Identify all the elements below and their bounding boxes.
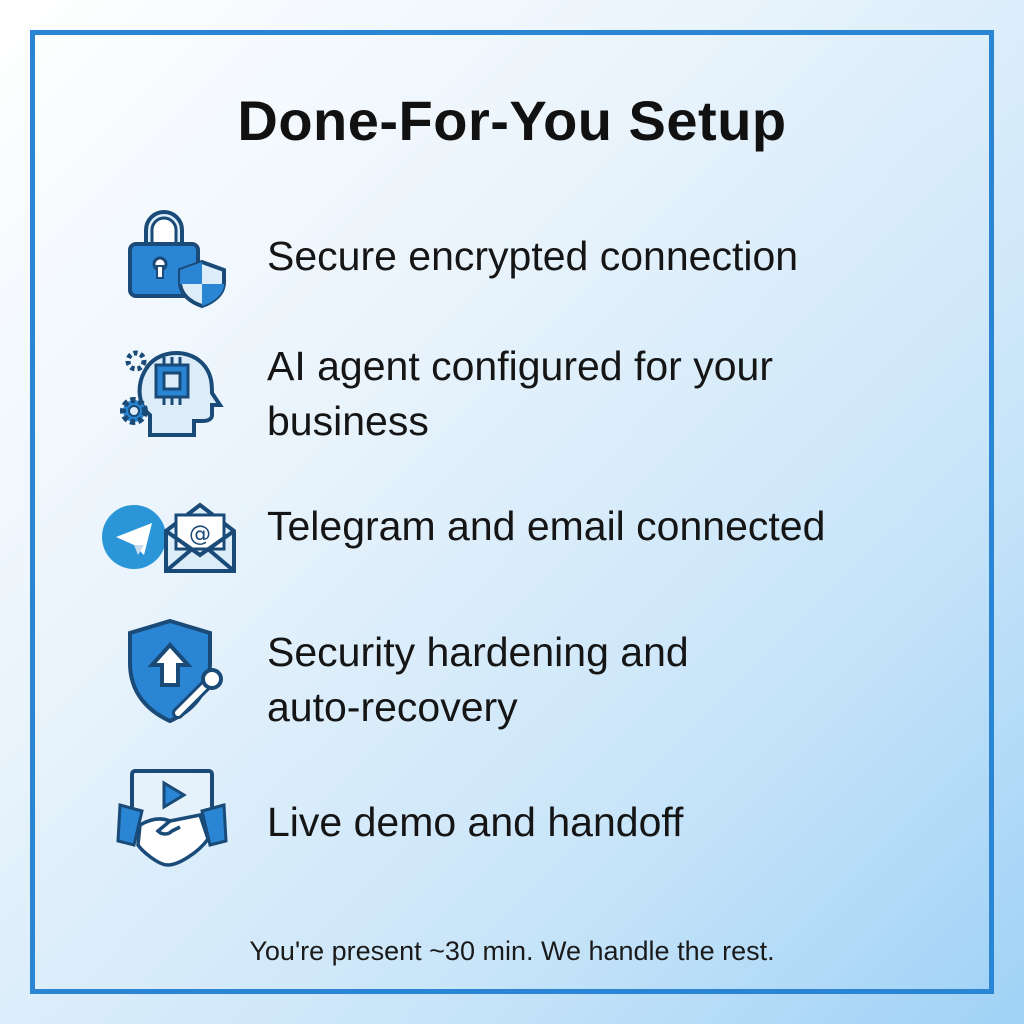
list-item: Live demo and handoff — [100, 765, 960, 875]
page-title: Done-For-You Setup — [237, 89, 787, 152]
ai-head-gears-icon — [100, 335, 240, 445]
lock-shield-icon — [100, 200, 240, 310]
list-item: AI agent configured for your business — [100, 335, 960, 450]
card-border — [30, 30, 994, 994]
telegram-email-icon: @ — [100, 480, 240, 590]
item-label-line2: business — [267, 398, 429, 444]
list-item: Secure encrypted connection — [100, 200, 960, 310]
item-label: Telegram and email connected — [267, 503, 826, 549]
list-item: Security hardening and auto-recovery — [100, 615, 960, 730]
item-label: Live demo and handoff — [267, 799, 684, 845]
item-label-line1: Security hardening and — [267, 629, 689, 675]
video-handshake-icon — [100, 765, 240, 875]
item-label-line1: AI agent configured for your — [267, 343, 773, 389]
list-item: @ Telegram and email connected — [100, 480, 960, 580]
footer-note: You're present ~30 min. We handle the re… — [249, 936, 775, 966]
svg-text:@: @ — [189, 522, 211, 547]
item-label: Secure encrypted connection — [267, 233, 799, 279]
shield-wrench-icon — [100, 615, 240, 725]
item-label-line2: auto-recovery — [267, 684, 518, 730]
